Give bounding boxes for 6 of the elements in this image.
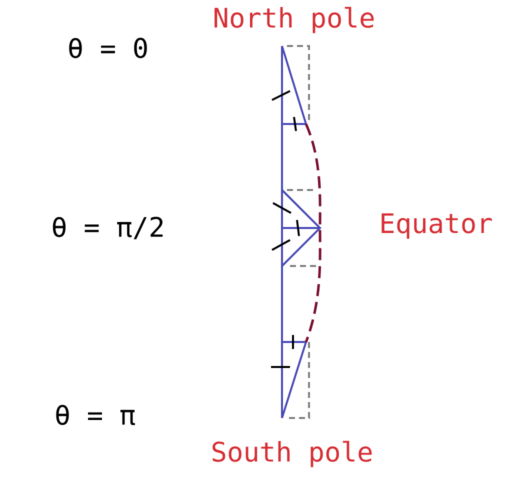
- pole-label: South pole: [212, 440, 372, 468]
- angle-label: θ = 0: [69, 38, 147, 58]
- pole-label: Equator: [382, 213, 492, 239]
- pole-label: North pole: [214, 6, 374, 34]
- angle-label: θ = π: [56, 404, 135, 426]
- angle-label: θ = π/2: [52, 216, 163, 240]
